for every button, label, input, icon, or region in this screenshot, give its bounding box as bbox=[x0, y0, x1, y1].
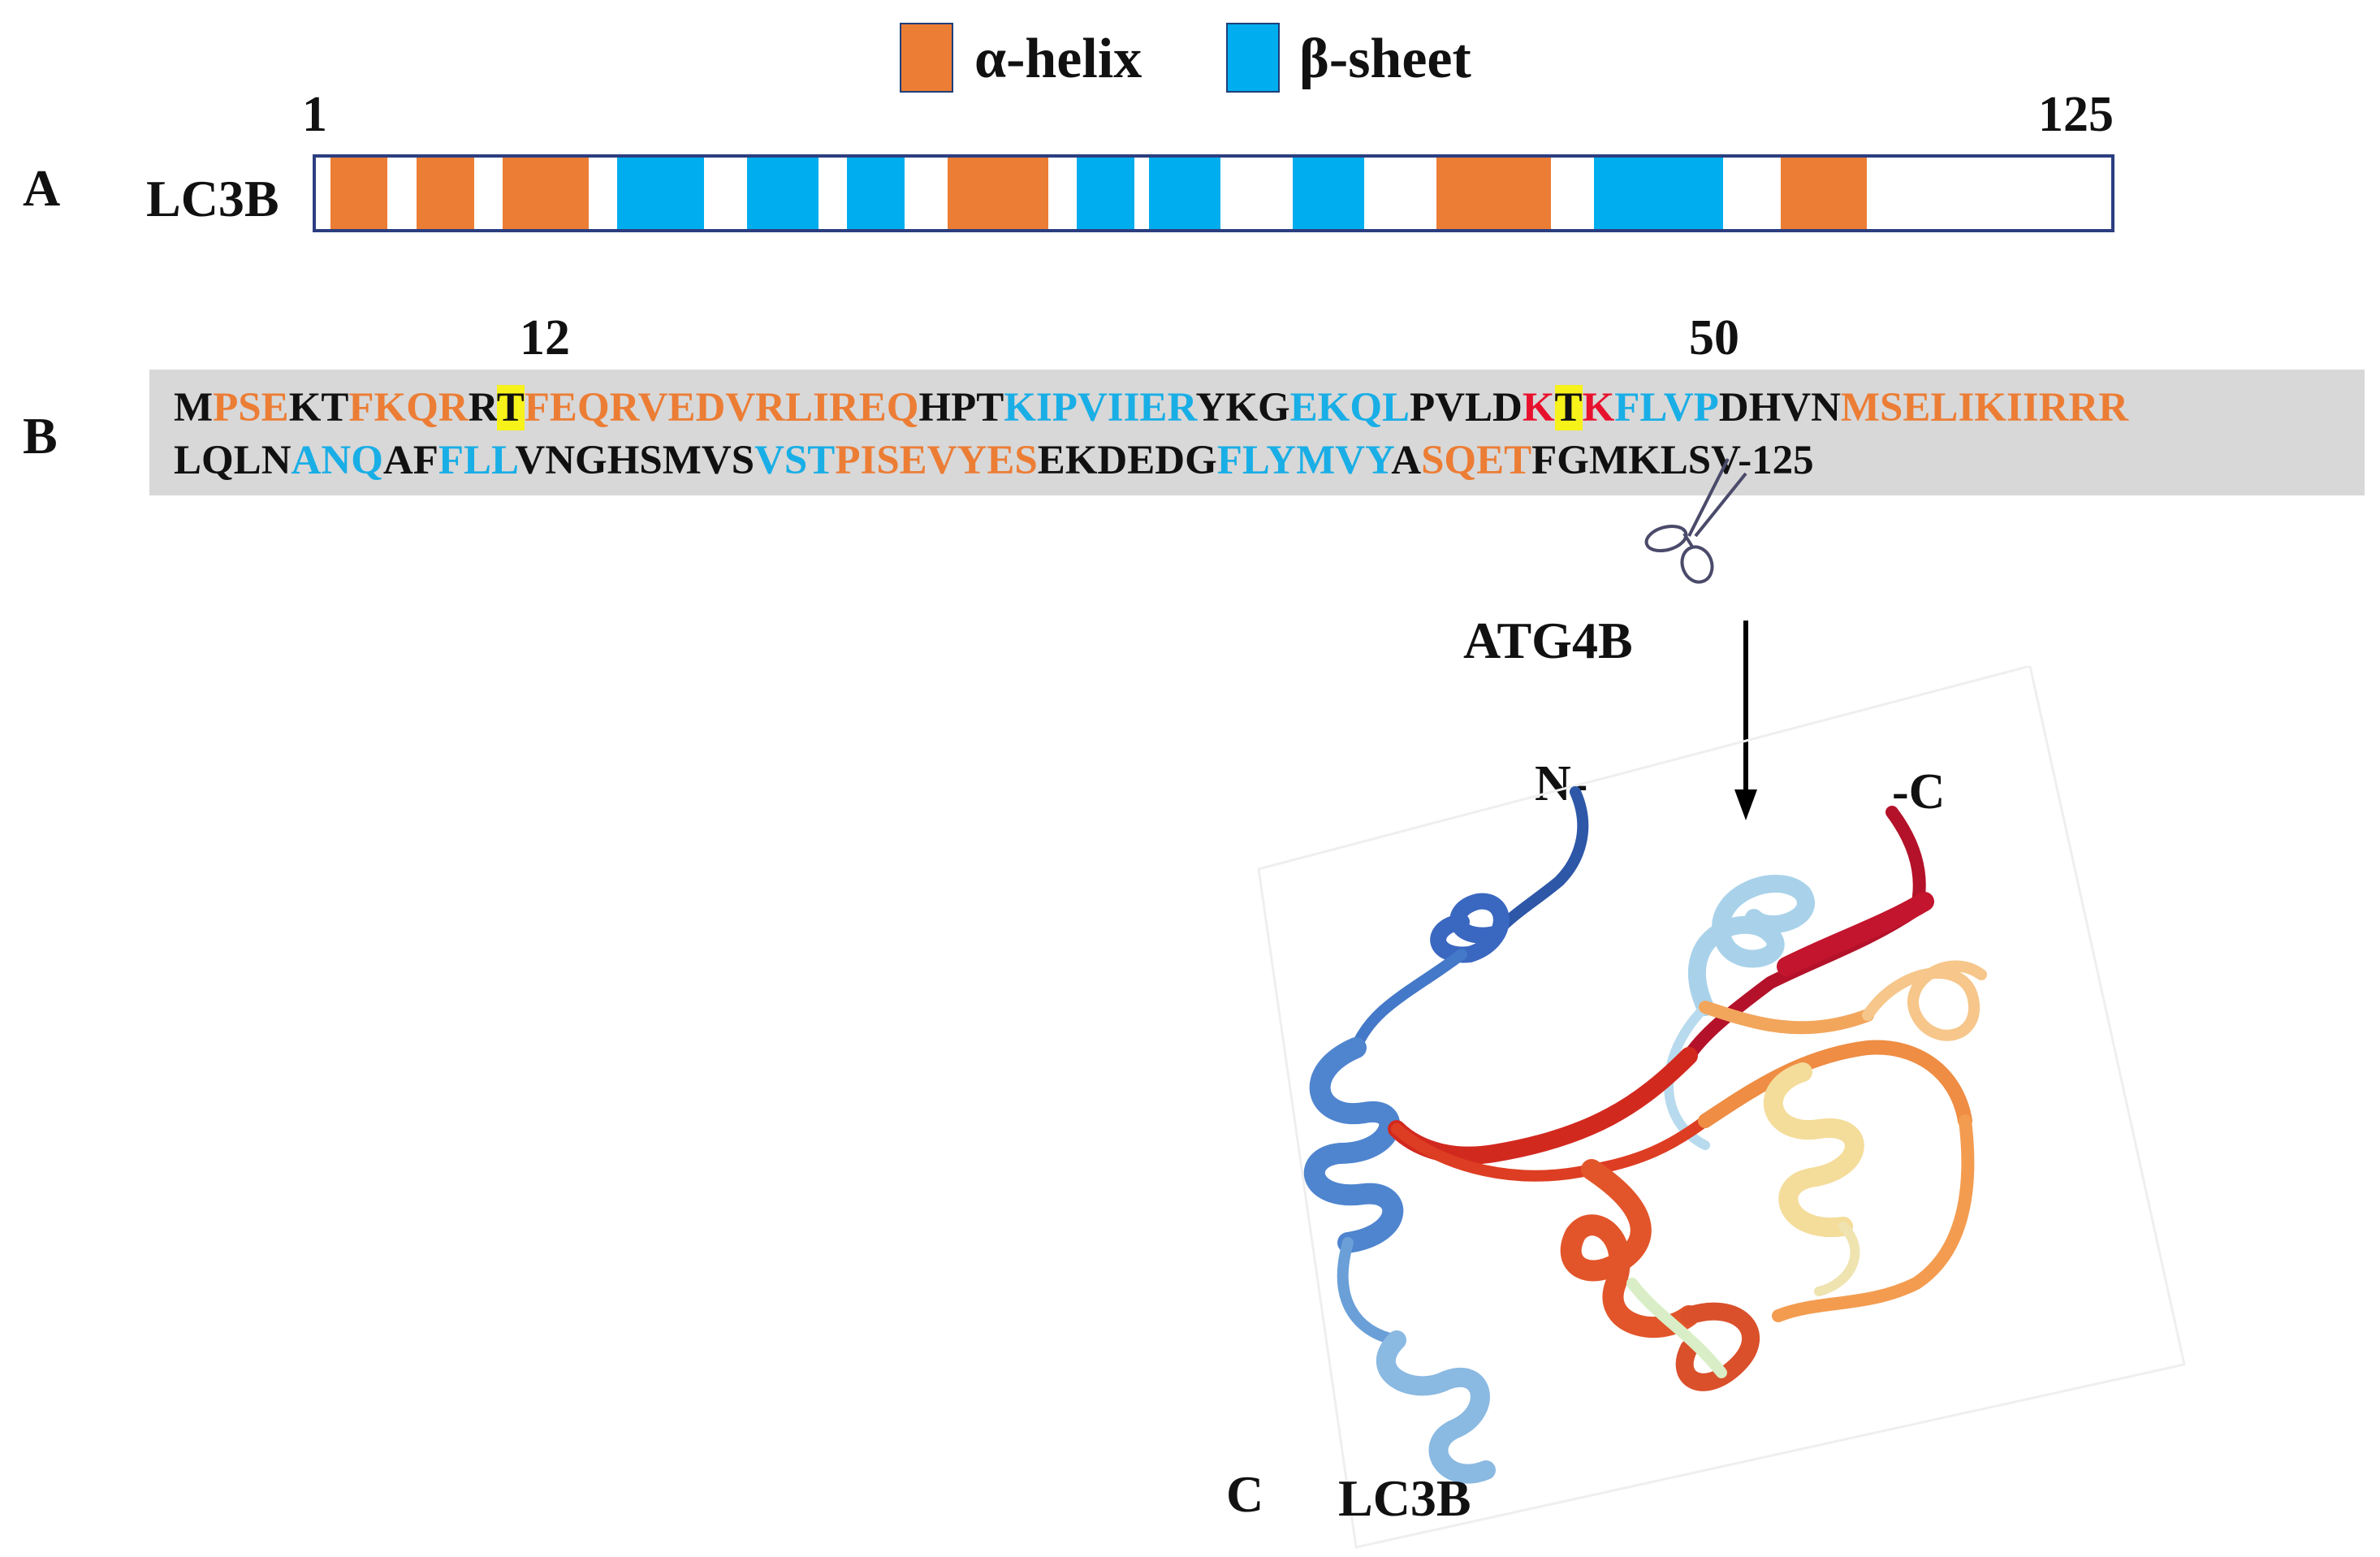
sequence-run: YKG bbox=[1195, 385, 1290, 430]
legend-helix-swatch bbox=[900, 23, 953, 93]
enzyme-label: ATG4B bbox=[1463, 612, 1633, 669]
sequence-run: DHVN bbox=[1718, 385, 1841, 430]
sequence-start-number: 1 bbox=[302, 87, 327, 142]
cleavage-arrow bbox=[1734, 621, 1757, 820]
panel-a-protein-label: LC3B bbox=[146, 170, 279, 227]
lc3b-ribbon-structure bbox=[1257, 666, 2186, 1549]
segment-sheet-12 bbox=[1594, 158, 1724, 229]
sequence-run: VNGHSMVS bbox=[515, 438, 755, 483]
sequence-run: K bbox=[1582, 385, 1615, 430]
segment-sheet-9 bbox=[1148, 158, 1221, 229]
residue-50-marker: 50 bbox=[1689, 310, 1739, 365]
segment-helix-2 bbox=[416, 158, 474, 229]
residue-12-marker: 12 bbox=[520, 310, 570, 365]
sequence-box: MPSEKTFKQRRTFEQRVEDVRLIREQHPTKIPVIIERYKG… bbox=[149, 370, 2365, 495]
sequence-run: T bbox=[1554, 385, 1583, 430]
sequence-run: A bbox=[1391, 438, 1422, 483]
legend-sheet-label: β-sheet bbox=[1299, 28, 1471, 90]
segment-sheet-6 bbox=[847, 158, 905, 229]
sequence-run: MSELIKIIRRR bbox=[1840, 385, 2129, 430]
sequence-run: VST bbox=[754, 438, 836, 483]
sequence-run: FLYMVY bbox=[1216, 438, 1392, 483]
sequence-run: FGMKLSV-125 bbox=[1531, 438, 1814, 483]
panel-b-letter: B bbox=[23, 407, 58, 465]
sequence-run: KT bbox=[288, 385, 349, 430]
segment-sheet-5 bbox=[746, 158, 819, 229]
segment-helix-7 bbox=[948, 158, 1049, 229]
sequence-run: PISEVYES bbox=[835, 438, 1038, 483]
segment-helix-11 bbox=[1436, 158, 1552, 229]
sequence-run: FLL bbox=[438, 438, 516, 483]
panel-c-letter: C bbox=[1226, 1465, 1264, 1523]
sequence-line-2: LQLNANQAFFLLVNGHSMVSVSTPISEVYESEKDEDGFLY… bbox=[174, 440, 1814, 482]
segment-helix-13 bbox=[1781, 158, 1868, 229]
legend-helix-label: α-helix bbox=[974, 28, 1142, 90]
segment-helix-3 bbox=[502, 158, 590, 229]
segment-helix-1 bbox=[330, 158, 388, 229]
sequence-run: EKDEDG bbox=[1037, 438, 1217, 483]
sequence-run: M bbox=[174, 385, 214, 430]
secondary-structure-bar bbox=[313, 154, 2114, 232]
sequence-run: FKQR bbox=[348, 385, 469, 430]
structure-frame bbox=[1257, 666, 2186, 1549]
segment-sheet-8 bbox=[1077, 158, 1135, 229]
panel-c-protein-label: LC3B bbox=[1338, 1469, 1471, 1527]
sequence-run: HPT bbox=[918, 385, 1004, 430]
scissors-icon bbox=[1644, 458, 1747, 584]
sequence-run: FLVP bbox=[1614, 385, 1719, 430]
segment-sheet-4 bbox=[617, 158, 704, 229]
sequence-run: AF bbox=[382, 438, 438, 483]
sequence-run: K bbox=[1522, 385, 1555, 430]
sequence-run: SQET bbox=[1421, 438, 1532, 483]
sequence-run: T bbox=[496, 385, 525, 430]
sequence-run: FEQRVEDVRLIREQ bbox=[524, 385, 919, 430]
segment-sheet-10 bbox=[1292, 158, 1365, 229]
sequence-run: PVLD bbox=[1410, 385, 1523, 430]
sequence-run: EKQL bbox=[1289, 385, 1410, 430]
sequence-run: ANQ bbox=[291, 438, 383, 483]
sequence-end-number: 125 bbox=[2038, 87, 2114, 142]
sequence-run: LQLN bbox=[174, 438, 292, 483]
sequence-run: KIPVIIER bbox=[1004, 385, 1196, 430]
panel-a-letter: A bbox=[23, 159, 61, 217]
sequence-run: R bbox=[468, 385, 497, 430]
sequence-run: PSE bbox=[213, 385, 289, 430]
sequence-line-1: MPSEKTFKQRRTFEQRVEDVRLIREQHPTKIPVIIERYKG… bbox=[174, 385, 2129, 430]
c-terminus-label: -C bbox=[1892, 764, 1946, 820]
legend-sheet-swatch bbox=[1226, 23, 1280, 93]
